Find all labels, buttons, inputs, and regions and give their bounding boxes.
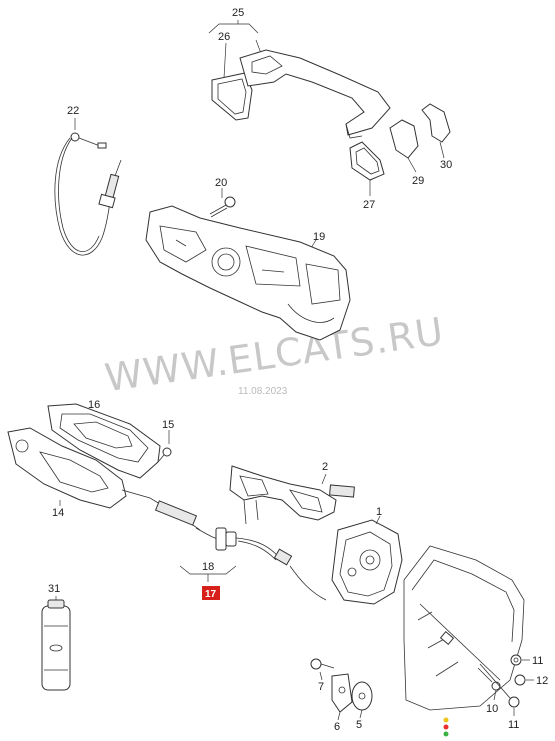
callout-21[interactable]: 11 — [508, 719, 519, 731]
part-15-screw[interactable] — [162, 447, 172, 457]
status-dot-yellow — [443, 717, 449, 723]
callout-7[interactable]: 7 — [318, 681, 324, 693]
callout-17-highlight[interactable]: 17 — [205, 589, 217, 600]
callout-26[interactable]: 26 — [218, 31, 230, 43]
callout-30[interactable]: 30 — [440, 159, 452, 171]
callout-18[interactable]: 18 — [202, 561, 214, 573]
part-7-bolt[interactable] — [310, 658, 322, 670]
part-10-screw[interactable] — [491, 681, 501, 691]
callout-27[interactable]: 27 — [363, 199, 375, 211]
part-18-grommet[interactable] — [215, 527, 227, 551]
door-panel — [403, 545, 525, 711]
callout-11[interactable]: 11 — [532, 655, 543, 667]
part-19-carrier[interactable] — [145, 205, 351, 341]
callout-19[interactable]: 19 — [313, 231, 325, 243]
callout-20[interactable]: 20 — [215, 177, 227, 189]
part-27-cover[interactable] — [349, 141, 385, 181]
bracket-25 — [208, 23, 259, 34]
callout-22[interactable]: 22 — [67, 105, 79, 117]
part-25-handle[interactable] — [239, 49, 391, 136]
part-21-bolt[interactable] — [508, 696, 520, 708]
callout-1[interactable]: 1 — [376, 506, 382, 518]
callout-5[interactable]: 5 — [356, 719, 362, 731]
part-12-washer[interactable] — [514, 674, 526, 686]
part-29-cap[interactable] — [389, 119, 419, 159]
highlight-badge — [202, 586, 220, 600]
status-dot-green — [443, 731, 449, 737]
callout-15[interactable]: 15 — [162, 419, 174, 431]
callout-14[interactable]: 14 — [52, 507, 64, 519]
part-18-sleeve[interactable] — [154, 500, 198, 526]
part-11-nut[interactable] — [510, 654, 522, 666]
part-22-adjuster[interactable] — [104, 173, 120, 199]
part-31-spray-can[interactable] — [41, 605, 71, 691]
part-22-cable-end[interactable] — [70, 132, 80, 142]
part-20-bolt[interactable] — [224, 196, 236, 208]
part-5-plate[interactable] — [351, 681, 373, 711]
callout-16[interactable]: 16 — [88, 399, 100, 411]
part-22-cable[interactable] — [54, 137, 113, 256]
callout-31[interactable]: 31 — [48, 583, 60, 595]
callout-2[interactable]: 2 — [322, 461, 328, 473]
watermark-date: 11.08.2023 — [238, 386, 288, 397]
callout-25[interactable]: 25 — [232, 7, 244, 19]
callout-6[interactable]: 6 — [334, 721, 340, 733]
part-30-cap[interactable] — [421, 103, 451, 143]
part-16-bezel[interactable] — [47, 403, 161, 479]
part-14-trim[interactable] — [7, 427, 127, 509]
callout-12[interactable]: 12 — [536, 675, 548, 687]
status-dot-red — [443, 724, 449, 730]
callout-29[interactable]: 29 — [412, 175, 424, 187]
callout-10[interactable]: 10 — [486, 703, 498, 715]
